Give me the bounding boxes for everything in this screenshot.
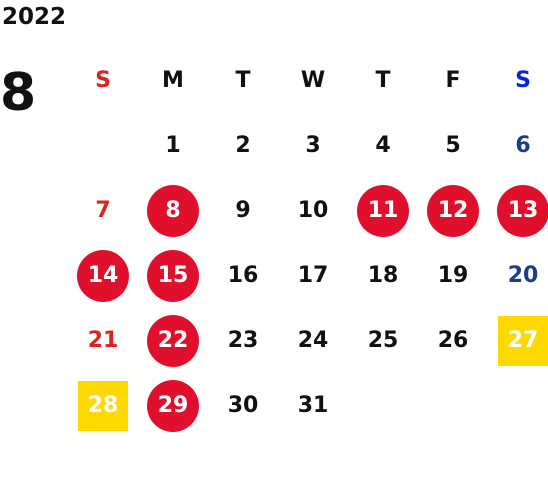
day-circle-marker: 15	[147, 249, 199, 302]
day-number: 19	[437, 263, 469, 288]
weekday-sat: S	[515, 68, 531, 93]
day-20[interactable]: 20	[488, 243, 548, 308]
day-circle-marker: 12	[427, 184, 479, 237]
day-circle-marker: 11	[357, 184, 409, 237]
weekday-sun: S	[95, 68, 111, 93]
day-28[interactable]: 28	[68, 373, 138, 438]
day-3[interactable]: 3	[278, 113, 348, 178]
day-21[interactable]: 21	[68, 308, 138, 373]
day-number: 4	[375, 133, 391, 158]
day-number: 24	[297, 328, 329, 353]
day-number: 26	[437, 328, 469, 353]
day-22[interactable]: 22	[138, 308, 208, 373]
day-number: 5	[445, 133, 461, 158]
day-number: 6	[515, 133, 531, 158]
day-number: 18	[367, 263, 399, 288]
day-12[interactable]: 12	[418, 178, 488, 243]
weekday-thu: T	[375, 68, 391, 93]
day-number: 9	[235, 198, 251, 223]
day-number: 31	[297, 393, 329, 418]
day-number: 16	[227, 263, 259, 288]
day-circle-marker: 13	[497, 184, 548, 237]
day-31[interactable]: 31	[278, 373, 348, 438]
day-number: 3	[305, 133, 321, 158]
day-24[interactable]: 24	[278, 308, 348, 373]
day-9[interactable]: 9	[208, 178, 278, 243]
day-13[interactable]: 13	[488, 178, 548, 243]
weekday-fri: F	[445, 68, 461, 93]
day-6[interactable]: 6	[488, 113, 548, 178]
day-1[interactable]: 1	[138, 113, 208, 178]
day-circle-marker: 22	[147, 314, 199, 367]
weekday-wed: W	[300, 68, 326, 93]
day-30[interactable]: 30	[208, 373, 278, 438]
weekday-mon: M	[162, 68, 184, 93]
day-number: 7	[95, 198, 111, 223]
day-10[interactable]: 10	[278, 178, 348, 243]
day-14[interactable]: 14	[68, 243, 138, 308]
year-label: 2022	[2, 4, 67, 30]
day-number: 21	[87, 328, 119, 353]
day-16[interactable]: 16	[208, 243, 278, 308]
day-number: 20	[507, 263, 539, 288]
day-number: 30	[227, 393, 259, 418]
day-number: 23	[227, 328, 259, 353]
day-5[interactable]: 5	[418, 113, 488, 178]
day-17[interactable]: 17	[278, 243, 348, 308]
day-circle-marker: 14	[77, 249, 129, 302]
day-27[interactable]: 27	[488, 308, 548, 373]
month-number: 8	[0, 63, 37, 123]
day-15[interactable]: 15	[138, 243, 208, 308]
day-circle-marker: 29	[147, 379, 199, 432]
day-29[interactable]: 29	[138, 373, 208, 438]
day-number: 17	[297, 263, 329, 288]
weekday-tue: T	[235, 68, 251, 93]
day-8[interactable]: 8	[138, 178, 208, 243]
day-square-marker: 28	[78, 380, 128, 431]
day-circle-marker: 8	[147, 184, 199, 237]
day-2[interactable]: 2	[208, 113, 278, 178]
day-square-marker: 27	[498, 315, 548, 366]
day-number: 10	[297, 198, 329, 223]
day-number: 2	[235, 133, 251, 158]
day-19[interactable]: 19	[418, 243, 488, 308]
day-number: 25	[367, 328, 399, 353]
day-18[interactable]: 18	[348, 243, 418, 308]
day-23[interactable]: 23	[208, 308, 278, 373]
day-number: 1	[165, 133, 181, 158]
day-11[interactable]: 11	[348, 178, 418, 243]
day-25[interactable]: 25	[348, 308, 418, 373]
day-4[interactable]: 4	[348, 113, 418, 178]
day-7[interactable]: 7	[68, 178, 138, 243]
day-26[interactable]: 26	[418, 308, 488, 373]
